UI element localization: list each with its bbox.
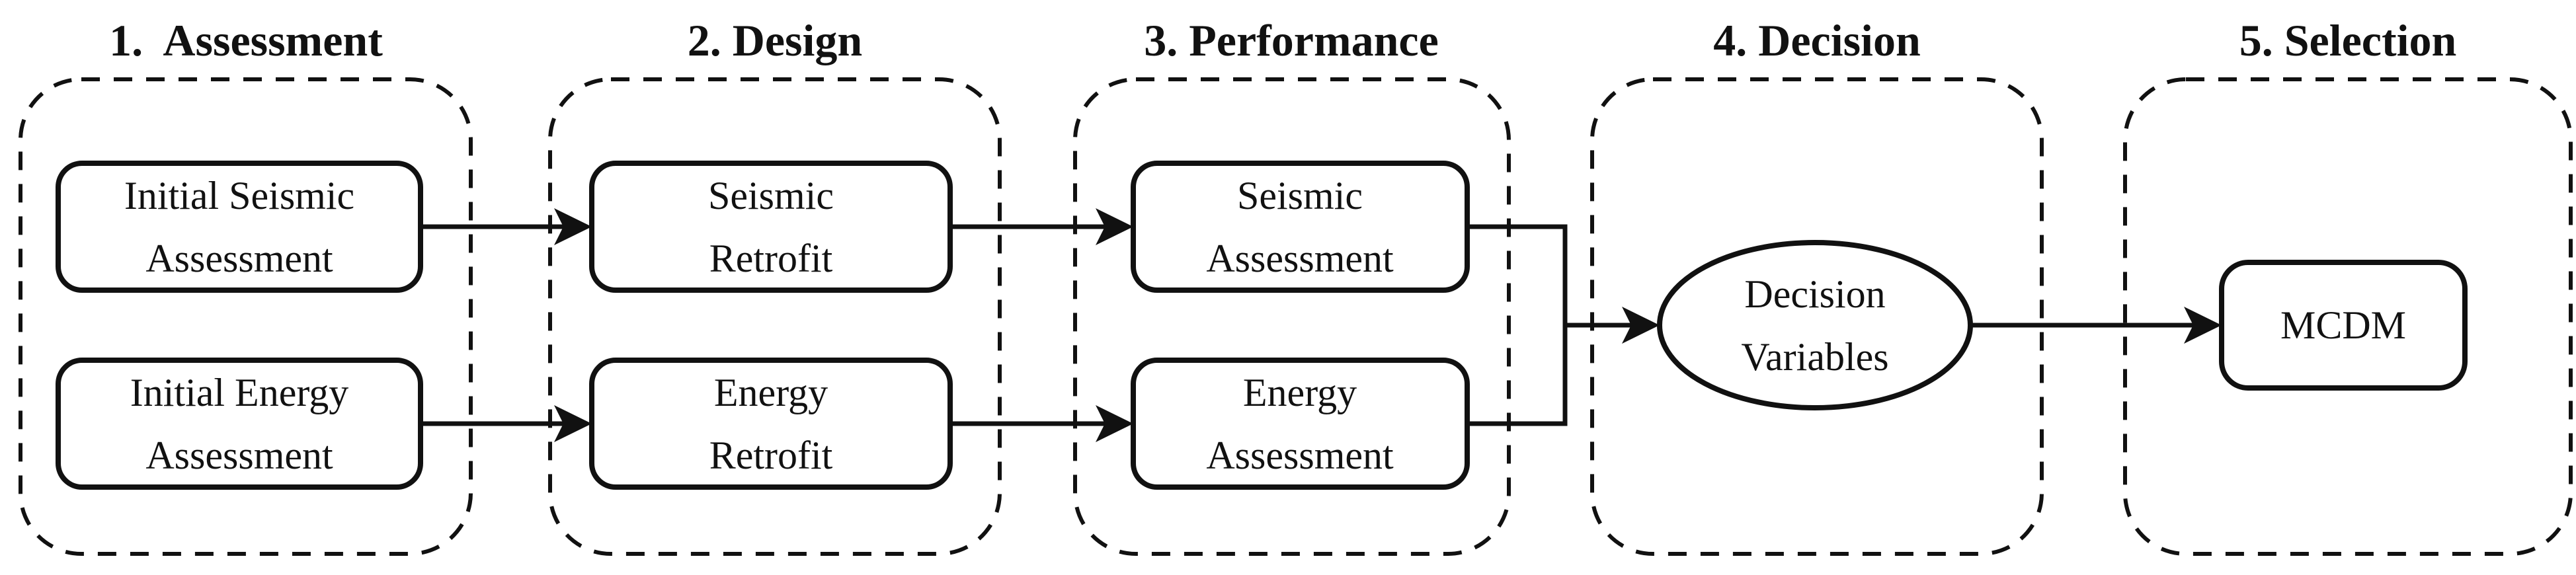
node-initial-energy-assessment: Initial Energy Assessment (56, 358, 423, 490)
node-energy-retrofit: Energy Retrofit (589, 358, 953, 490)
node-decision-variables: Decision Variables (1657, 240, 1973, 410)
node-label-line1: MCDM (2280, 303, 2406, 347)
arrow-initial-seismic-to-seismic-retrofit (421, 208, 592, 245)
arrowhead-icon (554, 208, 592, 245)
stage-performance: 3. Performance Seismic Assessment Energy… (1073, 15, 1511, 556)
node-label-line2: Assessment (1206, 237, 1394, 280)
stage-boundary-decision (1590, 77, 2044, 556)
node-seismic-assessment: Seismic Assessment (1131, 161, 1470, 293)
stage-title-selection: 5. Selection (2239, 15, 2457, 65)
node-initial-seismic-assessment: Initial Seismic Assessment (56, 161, 423, 293)
stage-decision: 4. Decision Decision Variables (1590, 15, 2044, 556)
arrow-merge-to-decision-variables (1565, 307, 1660, 344)
stage-boundary-design (548, 77, 1002, 556)
node-label-line2: Variables (1741, 335, 1888, 379)
node-label-line2: Assessment (145, 237, 333, 280)
arrowhead-icon (1622, 307, 1660, 344)
stage-title-decision: 4. Decision (1713, 15, 1921, 65)
stage-title-assessment: 1. Assessment (109, 15, 383, 65)
node-energy-assessment: Energy Assessment (1131, 358, 1470, 490)
stage-assessment: 1. Assessment Initial Seismic Assessment… (19, 15, 473, 556)
node-label-line2: Assessment (1206, 434, 1394, 477)
stage-title-performance: 3. Performance (1144, 15, 1439, 65)
stage-title-design: 2. Design (688, 15, 862, 65)
arrowhead-icon (2184, 307, 2222, 344)
arrow-decision-variables-to-mcdm (1970, 307, 2222, 344)
node-label-line2: Retrofit (709, 434, 833, 477)
node-label-line1: Energy (1243, 371, 1357, 414)
stage-selection: 5. Selection MCDM (2123, 15, 2573, 556)
stage-design: 2. Design Seismic Retrofit Energy Retrof… (548, 15, 1002, 556)
arrowhead-icon (554, 405, 592, 442)
arrowhead-icon (1096, 208, 1133, 245)
arrow-seismic-retrofit-to-seismic-assessment (950, 208, 1133, 245)
node-label-line1: Seismic (708, 174, 834, 217)
node-label-line1: Decision (1744, 272, 1885, 316)
node-label-line1: Seismic (1237, 174, 1363, 217)
node-label-line1: Energy (714, 371, 828, 414)
node-label-line2: Assessment (145, 434, 333, 477)
stage-boundary-selection (2123, 77, 2573, 556)
node-label-line1: Initial Energy (130, 371, 348, 414)
node-label-line2: Retrofit (709, 237, 833, 280)
arrowhead-icon (1096, 405, 1133, 442)
node-seismic-retrofit: Seismic Retrofit (589, 161, 953, 293)
node-ellipse (1657, 240, 1973, 410)
node-mcdm: MCDM (2219, 260, 2468, 391)
arrow-initial-energy-to-energy-retrofit (421, 405, 592, 442)
stage-boundary-performance (1073, 77, 1511, 556)
arrow-energy-retrofit-to-energy-assessment (950, 405, 1133, 442)
node-label-line1: Initial Seismic (124, 174, 354, 217)
stage-boundary-assessment (19, 77, 473, 556)
